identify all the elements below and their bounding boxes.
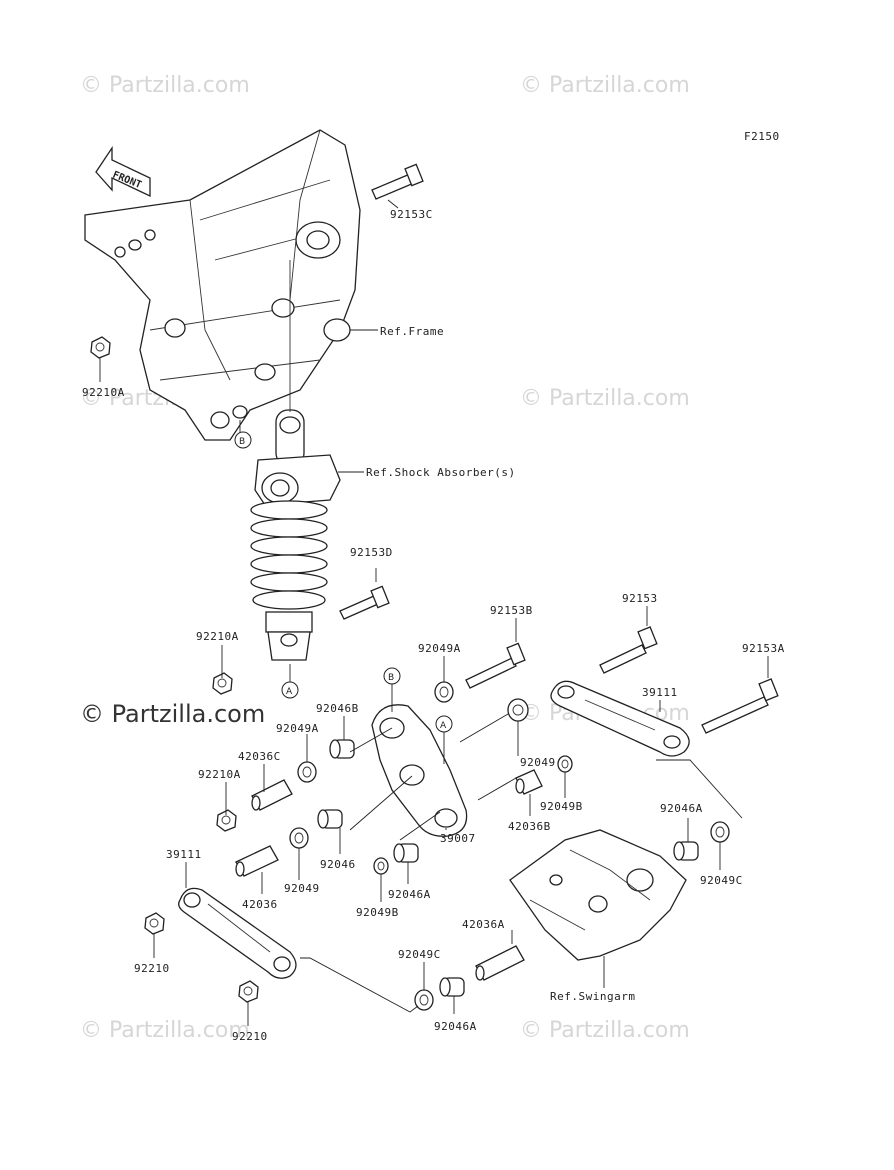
marker-a-shock: A [281, 681, 299, 699]
bolt-92153d [339, 585, 390, 620]
part-label: 92049B [356, 906, 399, 919]
washer-92049c-right [710, 821, 730, 843]
shock-absorber-drawing [250, 260, 341, 661]
part-label: 92153C [390, 208, 433, 221]
watermark: © Partzilla.com [520, 1018, 690, 1043]
part-label: 92210 [232, 1030, 268, 1043]
part-label: 92049 [520, 756, 556, 769]
part-label: 42036A [462, 918, 505, 931]
frame-drawing [84, 129, 361, 441]
part-label: 92049B [540, 800, 583, 813]
ref-shock-label: Ref.Shock Absorber(s) [366, 466, 516, 479]
part-label: 92210 [134, 962, 170, 975]
marker-b-rocker: B [383, 667, 401, 685]
marker-b-label: B [388, 673, 394, 683]
washer-92049-bottom [289, 827, 309, 849]
swingarm-drawing [509, 829, 687, 961]
watermark: © Partzilla.com [520, 386, 690, 411]
leader-lines [99, 199, 769, 1026]
washer-92049b-right [557, 755, 573, 773]
washer-92049a-top [434, 681, 454, 703]
bushing-92046 [317, 809, 343, 829]
front-arrow: FRONT [95, 145, 151, 198]
nut-92210a-shock [212, 672, 233, 695]
part-label: 39007 [440, 832, 476, 845]
part-label: 92153B [490, 604, 533, 617]
part-label: 92049A [418, 642, 461, 655]
part-label: 92046A [660, 802, 703, 815]
part-label: 92046A [388, 888, 431, 901]
watermark: © Partzilla.com [80, 1018, 250, 1043]
part-label: 92046 [320, 858, 356, 871]
nut-92210a-top [90, 336, 111, 359]
part-label: 92049 [284, 882, 320, 895]
bolt-92153c [371, 163, 424, 200]
part-label: 39111 [166, 848, 202, 861]
part-label: 92046A [434, 1020, 477, 1033]
part-label: 39111 [642, 686, 678, 699]
part-label: 92153D [350, 546, 393, 559]
collar-42036a [475, 945, 525, 981]
nut-92210-a [144, 912, 165, 935]
marker-b-label: B [239, 437, 245, 447]
nut-92210a-left [216, 809, 237, 832]
washer-92049a [297, 761, 317, 783]
part-label: 92049C [398, 948, 441, 961]
washer-92049 [507, 698, 529, 722]
collar-42036b [515, 769, 543, 795]
collar-42036 [235, 845, 279, 877]
ref-swingarm-label: Ref.Swingarm [550, 990, 635, 1003]
marker-a-label: A [440, 721, 447, 731]
washer-92049b-mid [373, 857, 389, 875]
part-label: 42036C [238, 750, 281, 763]
part-label: 42036 [242, 898, 278, 911]
part-label: 92049C [700, 874, 743, 887]
nut-92210-b [238, 980, 259, 1003]
bushing-92046a-mid [393, 843, 419, 863]
bolt-92153 [599, 626, 658, 674]
part-label: 42036B [508, 820, 551, 833]
collar-92046b [329, 739, 355, 759]
watermark-main: © Partzilla.com [80, 700, 265, 728]
marker-b-frame: B [234, 431, 252, 449]
marker-a-label: A [286, 687, 293, 697]
watermark: © Partzilla.com [80, 73, 250, 98]
diagram-code: F2150 [744, 130, 780, 143]
collar-42036c [251, 779, 293, 811]
bushing-92046a-right [673, 841, 699, 861]
part-label: 92210A [82, 386, 125, 399]
ref-frame-label: Ref.Frame [380, 325, 444, 338]
part-label: 92153 [622, 592, 658, 605]
rocker-arm-39007 [371, 704, 468, 837]
part-label: 92153A [742, 642, 785, 655]
washer-92049c [414, 989, 434, 1011]
bolt-92153b [465, 642, 526, 689]
watermark: © Partzilla.com [520, 73, 690, 98]
part-label: 92210A [198, 768, 241, 781]
part-label: 92210A [196, 630, 239, 643]
tie-rod-39111-bottom [178, 887, 297, 979]
part-label: 92046B [316, 702, 359, 715]
part-label: 92049A [276, 722, 319, 735]
bolt-92153a [701, 678, 779, 734]
bushing-92046a-bottom [439, 977, 465, 997]
tie-rod-39111-top [550, 680, 690, 757]
marker-a-rocker: A [435, 715, 453, 733]
